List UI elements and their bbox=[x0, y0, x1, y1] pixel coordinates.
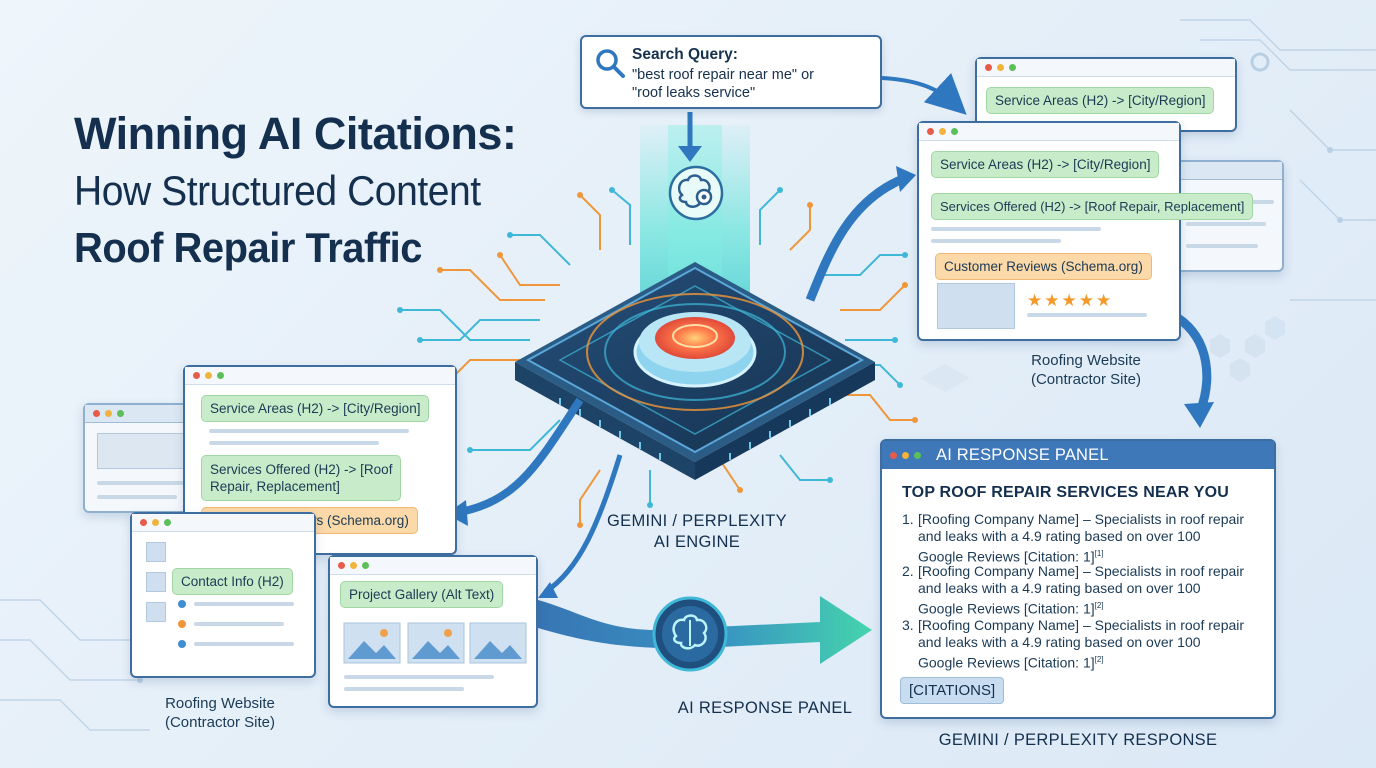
item-number: 1. bbox=[902, 511, 914, 527]
item-line: and leaks with a 4.9 rating based on ove… bbox=[918, 634, 1201, 650]
engine-label-line-1: GEMINI / PERPLEXITY bbox=[607, 512, 787, 530]
item-line: Google Reviews [Citation: 1] bbox=[918, 654, 1095, 671]
left-site-caption: Roofing Website (Contractor Site) bbox=[140, 694, 300, 732]
engine-label-line-2: AI ENGINE bbox=[653, 533, 741, 551]
citations-button[interactable]: [CITATIONS] bbox=[900, 677, 1005, 704]
search-query-line-1: "best roof repair near me" or bbox=[632, 67, 814, 83]
right-site-caption-line-2: (Contractor Site) bbox=[1030, 371, 1142, 388]
engine-label: GEMINI / PERPLEXITY AI ENGINE bbox=[607, 511, 787, 553]
right-site-caption: Roofing Website (Contractor Site) bbox=[1000, 351, 1172, 389]
item-line: Google Reviews [Citation: 1] bbox=[918, 600, 1095, 617]
rating-stars: ★★★★★ bbox=[1027, 291, 1114, 310]
ai-response-panel: AI RESPONSE PANEL TOP ROOF REPAIR SERVIC… bbox=[880, 439, 1276, 719]
image-placeholder bbox=[937, 283, 1015, 329]
brain-gear-icon bbox=[668, 165, 724, 221]
panel-title: AI RESPONSE PANEL bbox=[936, 445, 1109, 464]
item-line: Google Reviews [Citation: 1] bbox=[918, 548, 1095, 565]
services-offered-line-1: Services Offered (H2) -> [Roof bbox=[210, 462, 393, 477]
response-caption: GEMINI / PERPLEXITY RESPONSE bbox=[938, 731, 1218, 749]
service-areas-chip: Service Areas (H2) -> [City/Region] bbox=[986, 87, 1215, 114]
search-query-text: "best roof repair near me" or "roof leak… bbox=[632, 66, 814, 102]
title-line-2: How Structured Content bbox=[74, 167, 481, 214]
search-query-line-2: "roof leaks service" bbox=[632, 85, 756, 101]
left-site-caption-line-2: (Contractor Site) bbox=[164, 714, 276, 731]
project-gallery-window: Project Gallery (Alt Text) bbox=[328, 555, 538, 708]
ai-engine-chip bbox=[515, 262, 875, 480]
service-areas-chip: Service Areas (H2) -> [City/Region] bbox=[201, 395, 430, 422]
item-line: and leaks with a 4.9 rating based on ove… bbox=[918, 528, 1201, 544]
services-offered-chip: Services Offered (H2) -> [Roof Repair, R… bbox=[201, 455, 402, 501]
title-line-1: Winning AI Citations: bbox=[74, 108, 517, 159]
left-site-caption-line-1: Roofing Website bbox=[165, 695, 275, 712]
citation-superscript[interactable]: [2] bbox=[1094, 655, 1104, 664]
item-number: 2. bbox=[902, 563, 914, 579]
response-item-3: 3.[Roofing Company Name] – Specialists i… bbox=[902, 617, 1244, 672]
gallery-image-icons bbox=[343, 622, 527, 664]
search-icon bbox=[596, 49, 625, 78]
right-site-caption-line-1: Roofing Website bbox=[1031, 352, 1141, 369]
response-item-1: 1.[Roofing Company Name] – Specialists i… bbox=[902, 511, 1244, 566]
item-line: [Roofing Company Name] – Specialists in … bbox=[918, 617, 1245, 633]
customer-reviews-chip: Customer Reviews (Schema.org) bbox=[935, 253, 1152, 280]
citation-superscript[interactable]: [1] bbox=[1094, 549, 1104, 558]
contact-info-chip: Contact Info (H2) bbox=[172, 568, 293, 595]
service-areas-chip: Service Areas (H2) -> [City/Region] bbox=[931, 151, 1160, 178]
flow-label: AI RESPONSE PANEL bbox=[677, 699, 853, 717]
response-heading: TOP ROOF REPAIR SERVICES NEAR YOU bbox=[902, 484, 1229, 501]
response-item-2: 2.[Roofing Company Name] – Specialists i… bbox=[902, 563, 1244, 618]
title-line-3: Roof Repair Traffic bbox=[74, 224, 422, 271]
item-line: [Roofing Company Name] – Specialists in … bbox=[918, 563, 1245, 579]
project-gallery-chip: Project Gallery (Alt Text) bbox=[340, 581, 504, 608]
citation-superscript[interactable]: [2] bbox=[1094, 601, 1104, 610]
brain-circuit-icon bbox=[652, 596, 728, 672]
right-site-window: Service Areas (H2) -> [City/Region] Serv… bbox=[917, 121, 1254, 341]
services-offered-chip: Services Offered (H2) -> [Roof Repair, R… bbox=[931, 193, 1254, 220]
services-offered-line-2: Repair, Replacement] bbox=[210, 479, 340, 494]
item-line: [Roofing Company Name] – Specialists in … bbox=[918, 511, 1245, 527]
item-number: 3. bbox=[902, 617, 914, 633]
search-query-box: Search Query: "best roof repair near me"… bbox=[580, 35, 882, 109]
search-query-label: Search Query: bbox=[632, 46, 738, 63]
item-line: and leaks with a 4.9 rating based on ove… bbox=[918, 580, 1201, 596]
contact-window: Contact Info (H2) bbox=[130, 512, 316, 678]
